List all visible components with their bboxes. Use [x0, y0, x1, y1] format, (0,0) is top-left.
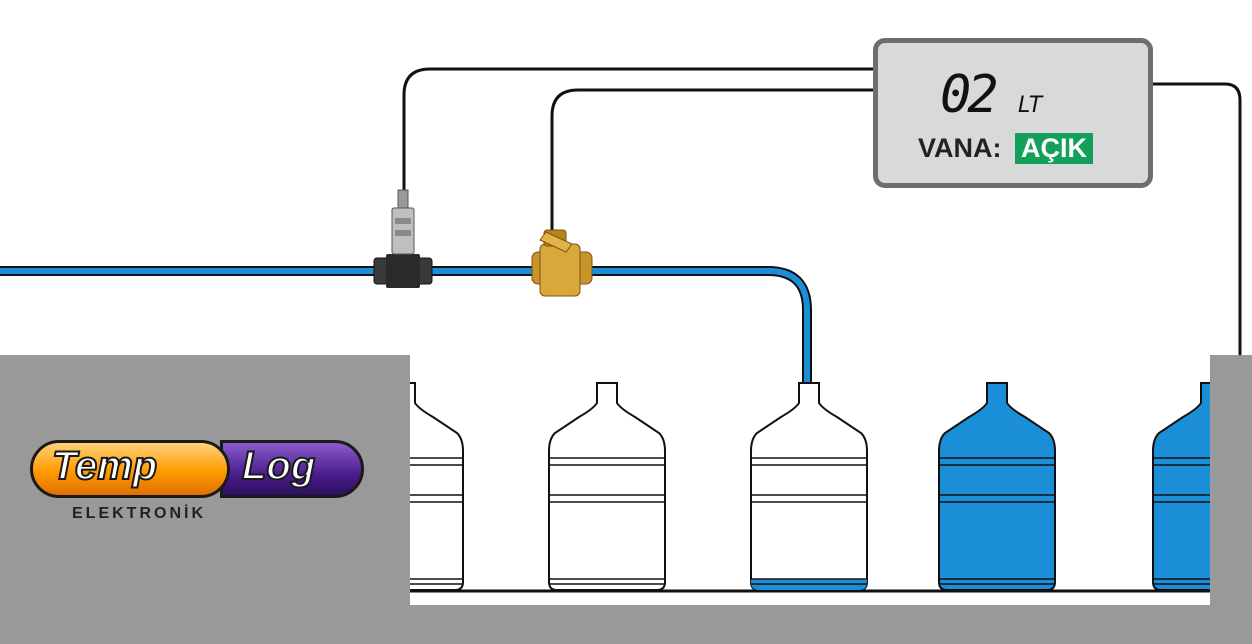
templog-logo: Temp Log ELEKTRONİK — [30, 440, 370, 530]
sensor-wire — [402, 67, 878, 205]
flow-sensor-icon — [373, 189, 433, 288]
valve-icon — [531, 229, 593, 297]
valve-status-row: VANA: AÇIK — [918, 133, 1094, 164]
frame-right-mask — [1210, 355, 1252, 644]
level-sensor-wire — [1152, 82, 1242, 355]
bottle-water-level — [751, 579, 867, 590]
logo-subtitle: ELEKTRONİK — [72, 505, 206, 522]
water-pipe — [0, 266, 812, 590]
logo-word-right: Log — [241, 443, 316, 489]
valve-wire — [550, 88, 878, 232]
volume-value: 02 — [940, 65, 999, 125]
bottle-3 — [750, 382, 868, 591]
valve-state-badge: AÇIK — [1015, 133, 1094, 164]
logo-right-pill — [220, 440, 364, 498]
bottle-2 — [548, 382, 666, 591]
valve-label: VANA: — [918, 133, 1002, 163]
bottle-4 — [938, 382, 1056, 591]
logo-word-left: Temp — [51, 443, 158, 489]
volume-unit: LT — [1018, 93, 1043, 118]
display-panel: 02 LT VANA: AÇIK — [873, 38, 1153, 188]
logo-left-pill — [30, 440, 230, 498]
